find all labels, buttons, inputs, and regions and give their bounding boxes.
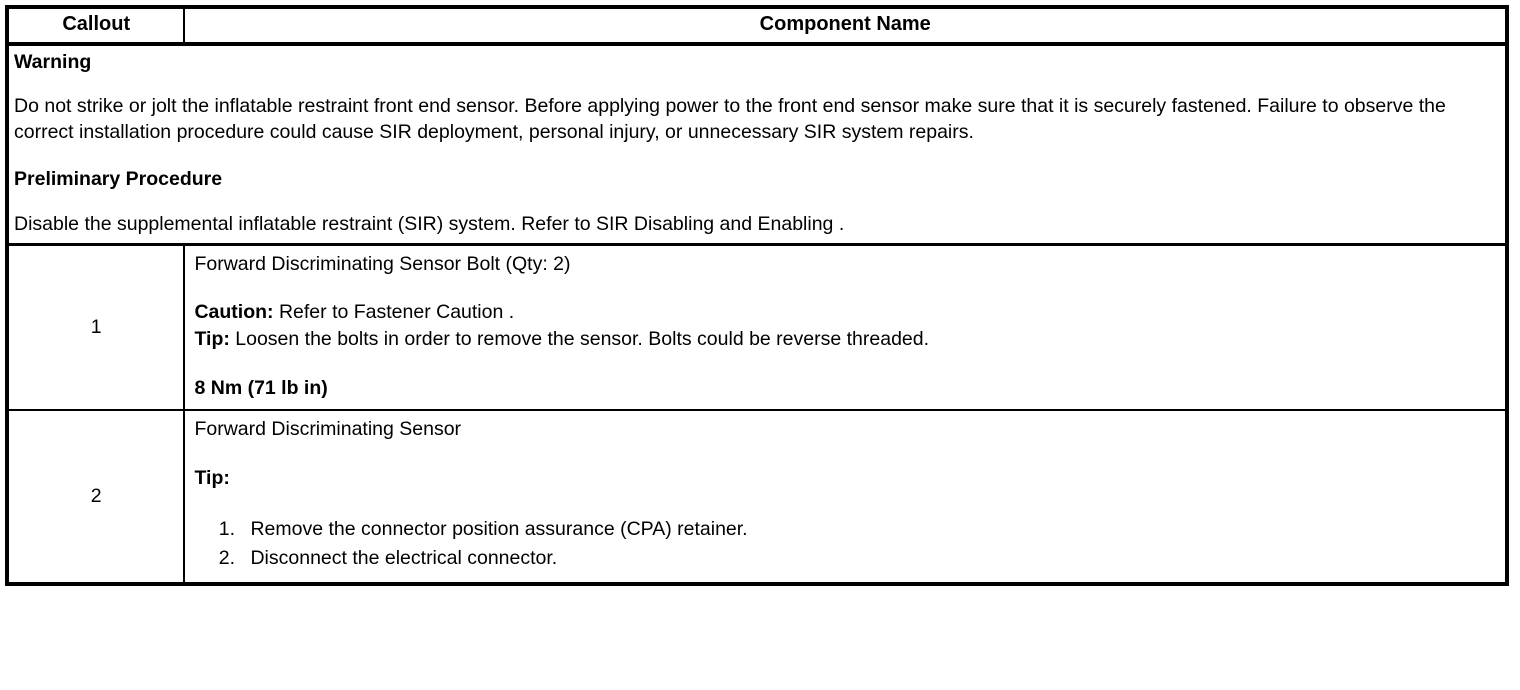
column-header-component-name: Component Name [184, 7, 1507, 46]
preliminary-procedure-text: Disable the supplemental inflatable rest… [14, 212, 845, 235]
column-header-callout: Callout [7, 7, 186, 46]
table-row: 2 Forward Discriminating Sensor Tip: Rem… [7, 410, 1507, 584]
callout-number-1: 1 [7, 244, 186, 412]
notes-block-1: Caution: Refer to Fastener Caution . Tip… [194, 299, 1497, 351]
torque-specification: 8 Nm (71 lb in) [194, 376, 328, 399]
warning-text: Do not strike or jolt the inflatable res… [14, 95, 1446, 144]
warning-heading: Warning [14, 51, 92, 73]
table-row: 1 Forward Discriminating Sensor Bolt (Qt… [7, 244, 1507, 412]
procedure-step: Remove the connector position assurance … [240, 516, 1497, 542]
tip-heading-2: Tip: [194, 467, 230, 490]
callout-number-2: 2 [7, 410, 186, 584]
caution-text: Refer to Fastener Caution . [273, 301, 515, 324]
notice-row: Warning Do not strike or jolt the inflat… [7, 44, 1507, 247]
procedure-step-list: Remove the connector position assurance … [194, 516, 1497, 571]
tip-label: Tip: [194, 327, 230, 350]
table-body: Warning Do not strike or jolt the inflat… [7, 44, 1507, 584]
component-title-2: Forward Discriminating Sensor [194, 418, 462, 441]
component-title-1: Forward Discriminating Sensor Bolt (Qty:… [194, 253, 571, 276]
table-header: Callout Component Name [7, 7, 1507, 46]
component-callout-table: Callout Component Name Warning Do not st… [5, 5, 1509, 586]
warning-notice-cell: Warning Do not strike or jolt the inflat… [7, 44, 1507, 247]
caution-label: Caution: [194, 301, 274, 324]
component-detail-cell-2: Forward Discriminating Sensor Tip: Remov… [184, 410, 1507, 584]
component-detail-cell-1: Forward Discriminating Sensor Bolt (Qty:… [184, 244, 1507, 412]
procedure-step: Disconnect the electrical connector. [240, 545, 1497, 571]
tip-text: Loosen the bolts in order to remove the … [229, 327, 930, 350]
caution-line: Caution: Refer to Fastener Caution . [194, 299, 1497, 325]
preliminary-procedure-heading: Preliminary Procedure [14, 168, 223, 191]
table-header-row: Callout Component Name [7, 7, 1507, 46]
tip-line: Tip: Loosen the bolts in order to remove… [194, 326, 1497, 352]
